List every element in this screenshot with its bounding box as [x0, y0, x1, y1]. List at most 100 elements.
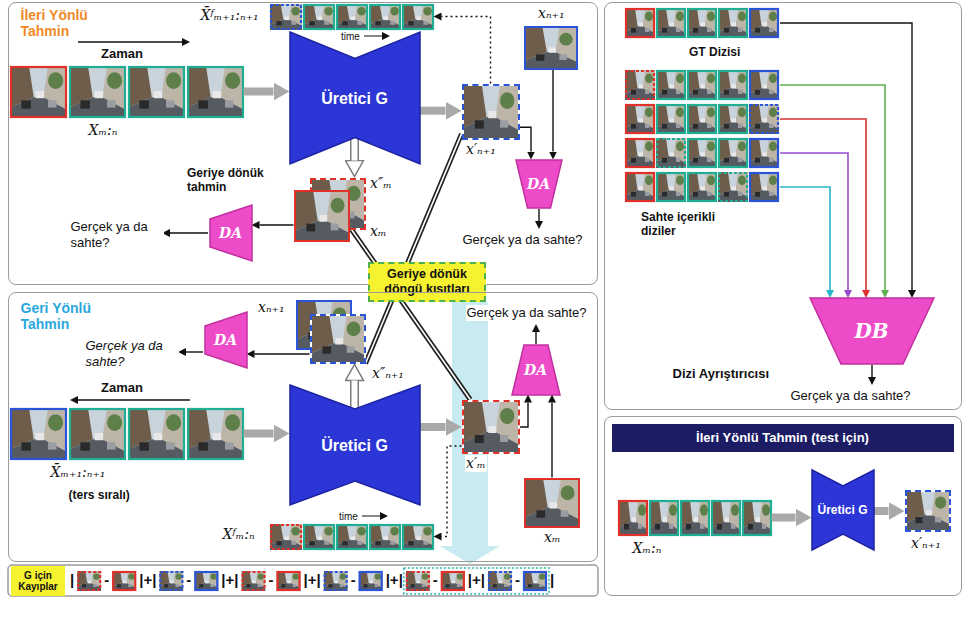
frame-image [187, 66, 244, 118]
frame-border [11, 409, 66, 459]
flow-arrow [520, 127, 532, 151]
video-frame [687, 138, 717, 168]
video-frame: xₙ₊₁ [524, 26, 578, 70]
video-frame [128, 408, 185, 460]
video-frame [718, 104, 748, 134]
generator: Üretici G [812, 470, 874, 550]
frame-image [277, 571, 301, 591]
sequence-discriminator-panel: Dizi AyrıştırıcısıDBGerçek ya da sahte? [604, 2, 962, 410]
connector-line [244, 88, 274, 96]
frame-border [650, 501, 678, 535]
frame-image [687, 8, 717, 38]
axis-label: Zaman [100, 380, 144, 396]
frame-border [271, 525, 301, 549]
flow-arrow [552, 403, 553, 478]
sequence-label: Xₘ:ₙ [632, 540, 663, 557]
loss-operator: |+| [468, 571, 485, 589]
video-frame [277, 571, 301, 591]
disc-outline [210, 205, 252, 261]
frame-image [112, 571, 136, 591]
frame-sequence: X̄ᶠₘ₊₁:ₙ₊₁ [270, 4, 434, 30]
frame-image [749, 172, 779, 202]
box-label: G için Kayıplar [11, 570, 65, 592]
sequence-label: X̄ᶠₘ₊₁:ₙ₊₁ [200, 7, 260, 24]
step-label: Geriye dönük tahmin [186, 166, 283, 194]
connector-line [352, 381, 358, 409]
video-frame [488, 571, 512, 591]
discriminator: DAGerçek ya da sahte? [512, 345, 560, 395]
video-frame [687, 172, 717, 202]
frame-border [325, 572, 347, 590]
frame-border [370, 5, 400, 29]
sequence-label: Xᶠₘ:ₙ [222, 526, 256, 543]
frame-image [336, 4, 368, 30]
frame-image [687, 70, 717, 100]
frame-image [656, 138, 686, 168]
frame-image [680, 500, 710, 536]
loss-operator: - [186, 571, 191, 589]
frame-label: xₙ₊₁ [257, 299, 286, 316]
frame-border [70, 409, 125, 459]
frame-image [488, 571, 512, 591]
frame-image [69, 408, 126, 460]
video-frame [618, 500, 648, 536]
frame-image [128, 408, 185, 460]
video-frame [128, 66, 185, 118]
frame-border [657, 173, 685, 201]
frame-sequence: Xₘ:ₙ [10, 66, 244, 118]
frame-image [159, 571, 183, 591]
frame-image [359, 571, 383, 591]
video-frame [324, 571, 348, 591]
sequence-arrow [780, 187, 830, 290]
forward-panel: İleri Yönlü TahminXₘ:ₙÜretici GX̄ᶠₘ₊₁:ₙ₊… [8, 2, 598, 285]
connector-line [442, 446, 462, 537]
video-frame [749, 138, 779, 168]
frame-image [687, 138, 717, 168]
frame-image [10, 66, 67, 118]
loss-operator: | [70, 571, 74, 589]
connector-line [350, 381, 359, 409]
video-frame [625, 8, 655, 38]
discriminator: DAGerçek ya da sahte? [205, 312, 247, 368]
test-panel: İleri Yönlü Tahmin (test için)Xₘ:ₙÜretic… [604, 416, 962, 596]
frame-image [523, 571, 547, 591]
flow-arrow [442, 446, 462, 537]
frame-image [625, 8, 655, 38]
video-frame [402, 4, 434, 30]
disc-outline [516, 160, 562, 208]
frame-border [113, 572, 135, 590]
frame-image [464, 86, 518, 138]
frame-image [718, 70, 748, 100]
video-frame [77, 571, 101, 591]
frame-image [303, 524, 335, 550]
frame-border [750, 173, 778, 201]
frame-label: x′ₘ [465, 455, 487, 472]
flow-arrow [420, 110, 446, 111]
generator: Üretici G [290, 385, 420, 505]
axis-label: Zaman [100, 46, 144, 62]
video-frame [270, 524, 302, 550]
panel-title: İleri Yönlü Tahmin [20, 7, 117, 39]
video-frame [687, 70, 717, 100]
frame-image [749, 138, 779, 168]
flow-arrow [260, 225, 294, 226]
flow-arrow [244, 91, 274, 92]
flow-arrow [255, 354, 310, 355]
frame-image [711, 500, 741, 536]
disc-outline [810, 298, 934, 364]
video-frame [69, 408, 126, 460]
video-frame [303, 524, 335, 550]
frame-image [687, 104, 717, 134]
frame-border [750, 71, 778, 99]
video-frame: xₘ [524, 478, 580, 528]
predicted-frame: x′ₙ₊₁ [462, 84, 520, 140]
frame-image [312, 316, 364, 362]
loss-operator: |+| [139, 571, 156, 589]
term-group-box [404, 568, 549, 594]
frame-border [626, 173, 654, 201]
sequence-discriminator: DBGerçek ya da sahte? [810, 298, 934, 364]
frame-label: xₘ [369, 223, 387, 240]
frame-scene [464, 86, 518, 138]
video-frame [625, 70, 655, 100]
video-frame [749, 70, 779, 100]
